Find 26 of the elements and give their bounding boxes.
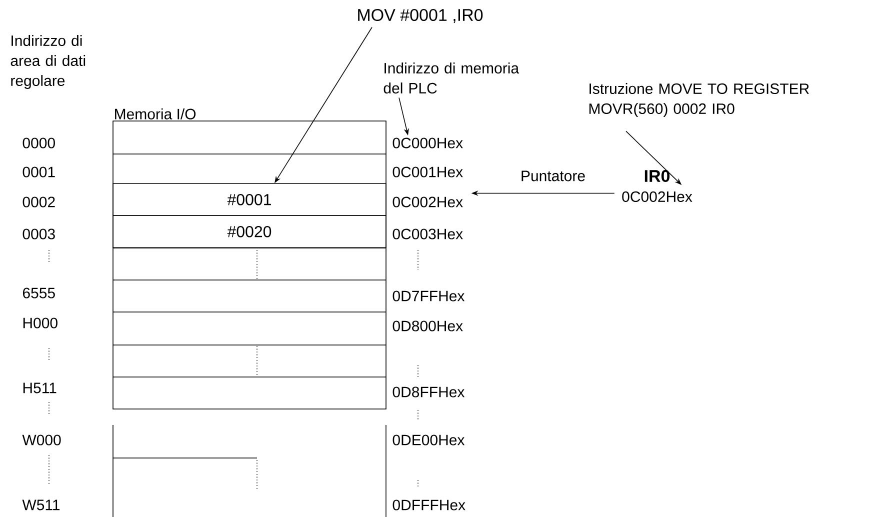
address-text: 0C002Hex: [392, 196, 463, 208]
address-heading: Indirizzo di memoria del PLC: [384, 62, 520, 94]
address-text: 0D800Hex: [392, 320, 463, 332]
memory-cell: #0001: [112, 183, 386, 216]
node-label: Memoria I/O: [115, 108, 196, 120]
instruction-text: Istruzione MOVE TO REGISTER MOVR(560) 0002 IR0: [589, 83, 809, 117]
address-text: 0D8FFHex: [392, 386, 465, 398]
address-text: 6555: [22, 288, 55, 298]
address-text: 0D7FFHex: [392, 290, 465, 302]
edge-label: Puntatore: [522, 170, 585, 182]
address-text: H511: [23, 382, 56, 394]
address-text: 0002: [22, 196, 55, 208]
address-text: 0003: [22, 228, 55, 240]
register-text: IR0 0C002Hex: [622, 170, 692, 202]
address-text: 0C000Hex: [392, 138, 463, 148]
address-text: H000: [23, 318, 58, 328]
address-text: W511: [22, 500, 60, 510]
address-text: 0000: [22, 138, 55, 148]
memory-block: [112, 424, 386, 517]
address-text: 0C003Hex: [392, 228, 463, 240]
memory-cell: #0020: [112, 215, 386, 248]
instruction-text: MOV #0001 ,IR0: [358, 8, 483, 24]
address-text: 0001: [22, 166, 55, 178]
area-heading: Indirizzo di area di dati regolare: [10, 35, 86, 89]
address-text: 0C001Hex: [392, 166, 463, 178]
address-text: W000: [22, 434, 61, 446]
